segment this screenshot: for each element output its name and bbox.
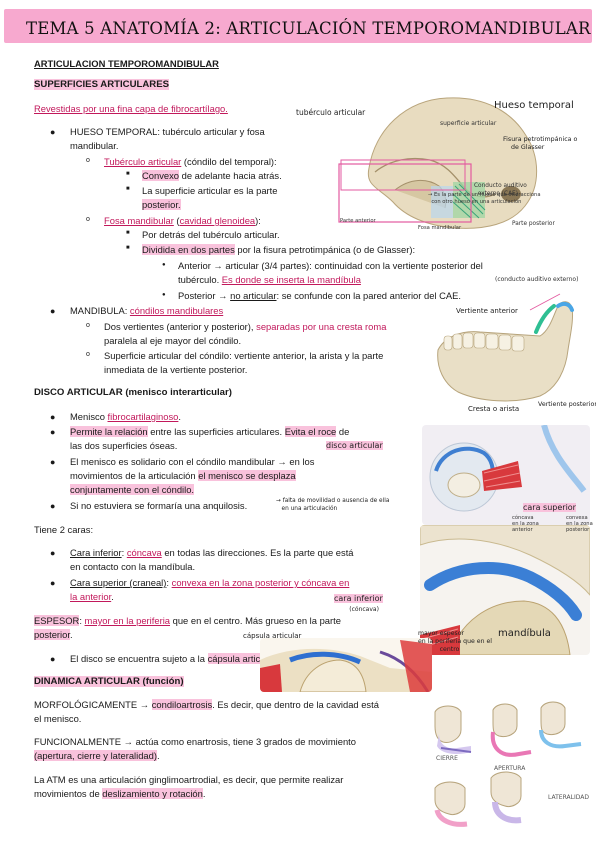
movements-illustration <box>425 698 590 838</box>
label-vertiente-posterior: Vertiente posterior <box>538 401 596 408</box>
label-cresta-arista: Cresta o arista <box>468 405 520 413</box>
section-header: ARTICULACION TEMPOROMANDIBULAR <box>34 58 219 69</box>
cara-superior-text-2: la anterior. <box>70 591 114 602</box>
anquilosis-text: Si no estuviera se formaría una anquilos… <box>70 500 248 511</box>
superficie-text: La superficie articular es la parte <box>142 185 278 196</box>
label-hueso-temporal: Hueso temporal <box>494 100 574 111</box>
label-disco-articular: disco articular <box>326 441 383 450</box>
superficie-text-2: posterior. <box>142 199 181 210</box>
vertientes-text-2: paralela al eje mayor del cóndilo. <box>104 335 242 346</box>
label-mandibula: mandíbula <box>498 628 551 639</box>
title-banner: TEMA 5 ANATOMÍA 2: ARTICULACIÓN TEMPOROM… <box>4 9 592 43</box>
label-capsula: cápsula articular <box>243 632 302 640</box>
anquilosis-note: → falta de movilidad o ausencia de ella … <box>276 498 390 512</box>
menisco-text: Menisco fibrocartilaginoso. <box>70 411 181 422</box>
bullet-square: ■ <box>126 230 130 236</box>
bullet-dot: ● <box>50 412 56 422</box>
caras-text: Tiene 2 caras: <box>34 524 94 535</box>
superficie-condilo-text-2: inmediata de la vertiente posterior. <box>104 364 248 375</box>
vertientes-text: Dos vertientes (anterior y posterior), s… <box>104 321 387 332</box>
cara-superior-text: Cara superior (craneal): convexa en la z… <box>70 577 350 588</box>
page-title: TEMA 5 ANATOMÍA 2: ARTICULACIÓN TEMPOROM… <box>26 19 591 38</box>
label-apertura: APERTURA <box>494 765 526 772</box>
label-conducto: Conducto auditivo externo (CAE) <box>474 183 527 197</box>
convexo-text: Convexo de adelante hacia atrás. <box>142 170 282 181</box>
heading-dinamica: DINAMICA ARTICULAR (función) <box>34 676 184 687</box>
label-fosa-mandibular: Fosa mandibular <box>418 225 462 231</box>
tmj-disc-illustration <box>422 425 590 525</box>
espesor-text-2: posterior. <box>34 629 73 640</box>
solidario-text-3: conjuntamente con el cóndilo. <box>70 484 195 495</box>
permite-text: Permite la relación entre las superficie… <box>70 426 350 437</box>
funcionalmente-text-2: (apertura, cierre y lateralidad). <box>34 750 160 761</box>
label-fisura: Fisura petrotimpánica o de Glasser <box>503 136 578 152</box>
bullet-dot: ● <box>50 427 56 437</box>
funcionalmente-text: FUNCIONALMENTE → actúa como enartrosis, … <box>34 736 356 747</box>
bullet-square: ■ <box>126 186 130 192</box>
bullet-dot: ● <box>50 501 56 511</box>
cara-inferior-text-2: en contacto con la mandíbula. <box>70 561 196 572</box>
bullet-circle: o <box>86 157 90 164</box>
atm-text-2: movimientos de deslizamiento y rotación. <box>34 788 206 799</box>
disc-faces-illustration <box>420 525 590 655</box>
mandible-illustration <box>430 290 590 408</box>
capsule-illustration <box>260 638 432 692</box>
cara-inferior-text: Cara inferior: cóncava en todas las dire… <box>70 547 354 558</box>
bullet-dot: ● <box>50 548 56 558</box>
anterior-text: Anterior → articular (3/4 partes): conti… <box>178 260 483 271</box>
capsula-text: El disco se encuentra sujeto a la cápsul… <box>70 653 278 664</box>
solidario-text-2: movimientos de la articulación el menisc… <box>70 470 296 481</box>
detras-text: Por detrás del tubérculo articular. <box>142 229 280 240</box>
bullet-circle: o <box>86 351 90 358</box>
bullet-dot: ● <box>162 292 166 298</box>
morfologicamente-text: MORFOLÓGICAMENTE → condiloartrosis. Es d… <box>34 699 379 710</box>
espesor-text: ESPESOR: mayor en la periferia que en el… <box>34 615 341 626</box>
anterior-text-2: tubérculo. Es donde se inserta la mandíb… <box>178 274 361 285</box>
heading-superficies: SUPERFICIES ARTICULARES <box>34 79 170 90</box>
label-tuberculo: tubérculo articular <box>296 108 366 117</box>
solidario-text: El menisco es solidario con el cóndilo m… <box>70 456 315 467</box>
superficie-condilo-text: Superficie articular del cóndilo: vertie… <box>104 350 384 361</box>
bullet-dot: ● <box>50 578 56 588</box>
label-cara-inferior: cara inferior (cóncava) <box>334 594 383 613</box>
bullet-square: ■ <box>126 245 130 251</box>
atm-text: La ATM es una articulación ginglimoartro… <box>34 774 344 785</box>
hueso-temporal-text-2: mandibular. <box>70 140 119 151</box>
bullet-circle: o <box>86 322 90 329</box>
intro-text: Revestidas por una fina capa de fibrocar… <box>34 103 228 114</box>
permite-text-2: las dos superficies óseas. <box>70 440 178 451</box>
heading-disco: DISCO ARTICULAR (menisco interarticular) <box>34 387 232 398</box>
bullet-circle: o <box>86 216 90 223</box>
tuberculo-text: Tubérculo articular (cóndilo del tempora… <box>104 156 277 167</box>
temporal-bone-illustration <box>335 90 567 236</box>
bullet-dot: ● <box>50 306 56 316</box>
bullet-dot: ● <box>50 127 56 137</box>
mandibula-text: MANDIBULA: cóndilos mandibulares <box>70 305 224 316</box>
label-lateralidad: LATERALIDAD <box>548 794 589 801</box>
posterior-text: Posterior → no articular: se confunde co… <box>178 290 461 301</box>
label-parte-anterior: Parte anterior <box>340 218 376 224</box>
bullet-dot: ● <box>162 262 166 268</box>
morfologicamente-text-2: el menisco. <box>34 713 82 724</box>
dividida-text: Dividida en dos partes por la fisura pet… <box>142 244 416 255</box>
bullet-square: ■ <box>126 171 130 177</box>
label-vertiente-anterior: Vertiente anterior <box>456 307 518 315</box>
label-cierre: CIERRE <box>436 755 458 762</box>
label-nota-temporal: → Es la parte de un hueso que interaccio… <box>428 192 541 205</box>
label-superficie-articular: superficie articular <box>440 120 497 127</box>
bullet-dot: ● <box>50 654 56 664</box>
label-conducto-top: (conducto auditivo externo) <box>495 276 579 283</box>
label-parte-posterior: Parte posterior <box>512 221 555 227</box>
hueso-temporal-text: HUESO TEMPORAL: tubérculo articular y fo… <box>70 126 265 137</box>
fosa-text: Fosa mandibular (cavidad glenoidea): <box>104 215 261 226</box>
label-cara-superior: cara superior <box>523 503 576 512</box>
bullet-dot: ● <box>50 457 56 467</box>
